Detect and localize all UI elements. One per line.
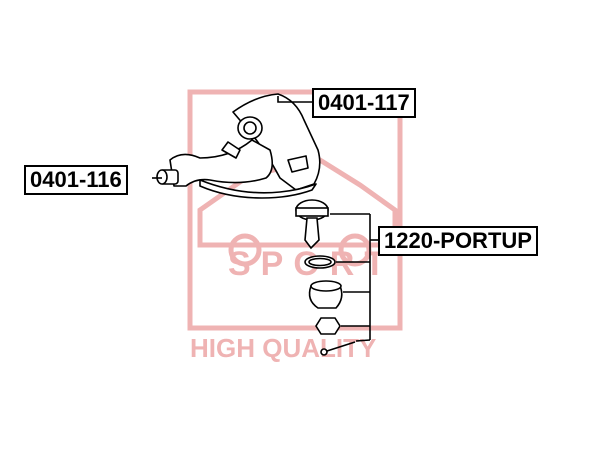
cotter-pin-eye (320, 348, 328, 356)
castle-nut (315, 317, 341, 335)
part-label-upper-arm: 0401-117 (312, 88, 416, 118)
watermark-wheel-left (228, 233, 262, 267)
ball-joint-stud (304, 217, 320, 250)
arm-rib (221, 141, 241, 159)
part-label-bushing: 0401-116 (24, 165, 128, 195)
ball-joint (295, 199, 329, 250)
watermark-tagline: HIGH QUALITY (190, 333, 376, 363)
dust-boot-body (308, 285, 343, 309)
dust-boot (308, 280, 343, 309)
arm-mount-slot (287, 155, 309, 173)
leader-lines (152, 96, 378, 342)
ball-joint-kit (295, 199, 356, 356)
leader-0401-117 (277, 96, 312, 103)
watermark-wheel-right (338, 233, 372, 267)
front-bushing (156, 169, 179, 185)
leader-cotter-pin (355, 339, 371, 342)
dust-boot-top (310, 280, 342, 292)
arm-lower-plate (199, 179, 317, 199)
arm-pivot-bushing-inner (243, 121, 257, 135)
cotter-pin-shank (326, 341, 356, 352)
snap-ring-inner (308, 257, 332, 267)
watermark-frame (187, 89, 403, 331)
part-label-ball-joint-kit: 1220-PORTUP (378, 226, 538, 256)
bushing-end (156, 169, 168, 185)
ball-joint-flange (295, 207, 329, 217)
arm-front-branch (169, 139, 274, 187)
upper-control-arm (169, 93, 321, 199)
cotter-pin (320, 341, 356, 356)
